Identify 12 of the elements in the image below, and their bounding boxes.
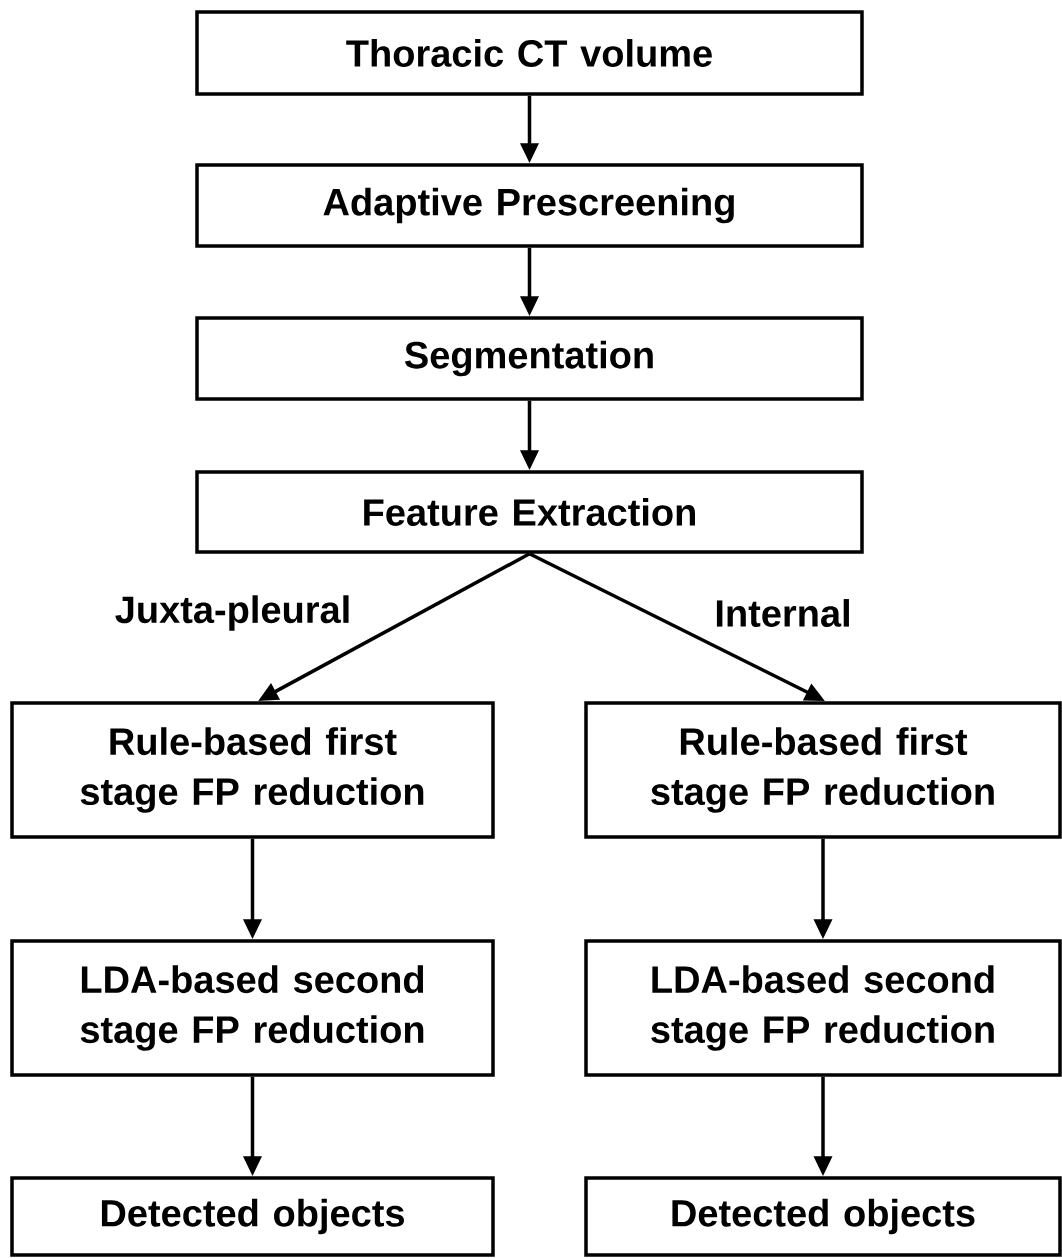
- process-box: Rule-based first stage FP reduction: [10, 701, 495, 839]
- edge-label: Internal: [712, 597, 854, 629]
- process-box: LDA-based second stage FP reduction: [584, 939, 1062, 1077]
- process-box: Detected objects: [10, 1176, 495, 1257]
- process-box: Adaptive Prescreening: [195, 163, 864, 248]
- process-box: Feature Extraction: [195, 470, 864, 554]
- process-box: Detected objects: [584, 1176, 1062, 1257]
- process-box: Segmentation: [195, 316, 864, 401]
- process-box: LDA-based second stage FP reduction: [10, 939, 495, 1077]
- edge-label: Juxta-pleural: [112, 593, 354, 633]
- process-box: Rule-based first stage FP reduction: [584, 701, 1062, 839]
- process-box: Thoracic CT volume: [195, 10, 864, 96]
